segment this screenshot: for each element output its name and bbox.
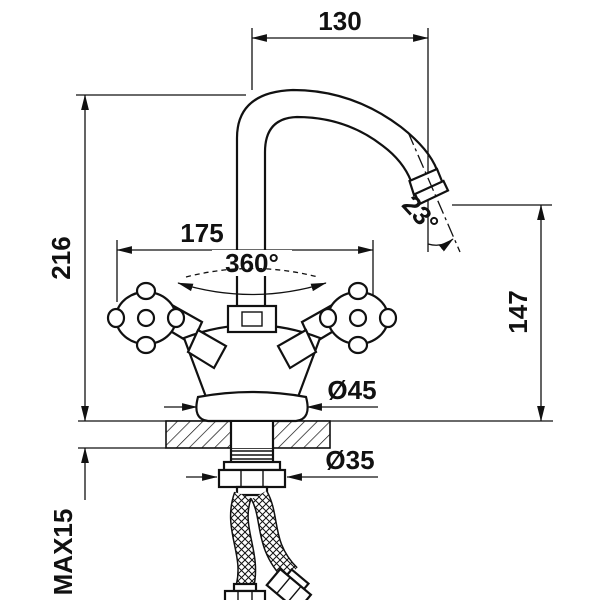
hose-end-nut-left	[223, 582, 267, 600]
dim-max-deck-thickness: MAX15	[48, 447, 89, 596]
supply-hoses	[223, 490, 313, 600]
dim-spout-height-147: 147	[452, 204, 552, 422]
label-handle-span: 175	[180, 218, 223, 248]
left-handle	[106, 281, 204, 355]
dim-shank-diameter-35: Ø35	[186, 445, 378, 481]
washer	[222, 460, 282, 472]
gooseneck-spout	[235, 88, 450, 320]
hose-end-nut-right	[265, 567, 313, 600]
label-overall-height: 216	[46, 236, 76, 279]
label-max-deck-thickness: MAX15	[48, 509, 78, 596]
label-spout-reach: 130	[318, 6, 361, 36]
label-swivel-angle: 360°	[225, 248, 279, 278]
mounting-nut	[217, 468, 287, 489]
dim-spout-reach-130: 130	[251, 6, 429, 252]
label-spout-angle: 23°	[396, 189, 445, 238]
label-shank-diameter: Ø35	[325, 445, 374, 475]
label-spout-height: 147	[503, 290, 533, 333]
base-flange	[195, 390, 309, 423]
dim-base-diameter-45: Ø45	[164, 375, 378, 411]
dim-swivel-360: 360°	[177, 248, 327, 296]
label-base-diameter: Ø45	[327, 375, 376, 405]
faucet-center-body	[182, 304, 322, 405]
countertop-cross-section	[78, 420, 553, 449]
faucet-body-drawing	[106, 88, 450, 423]
mounting-hardware	[217, 421, 287, 497]
dim-overall-height-216: 216	[46, 94, 246, 422]
